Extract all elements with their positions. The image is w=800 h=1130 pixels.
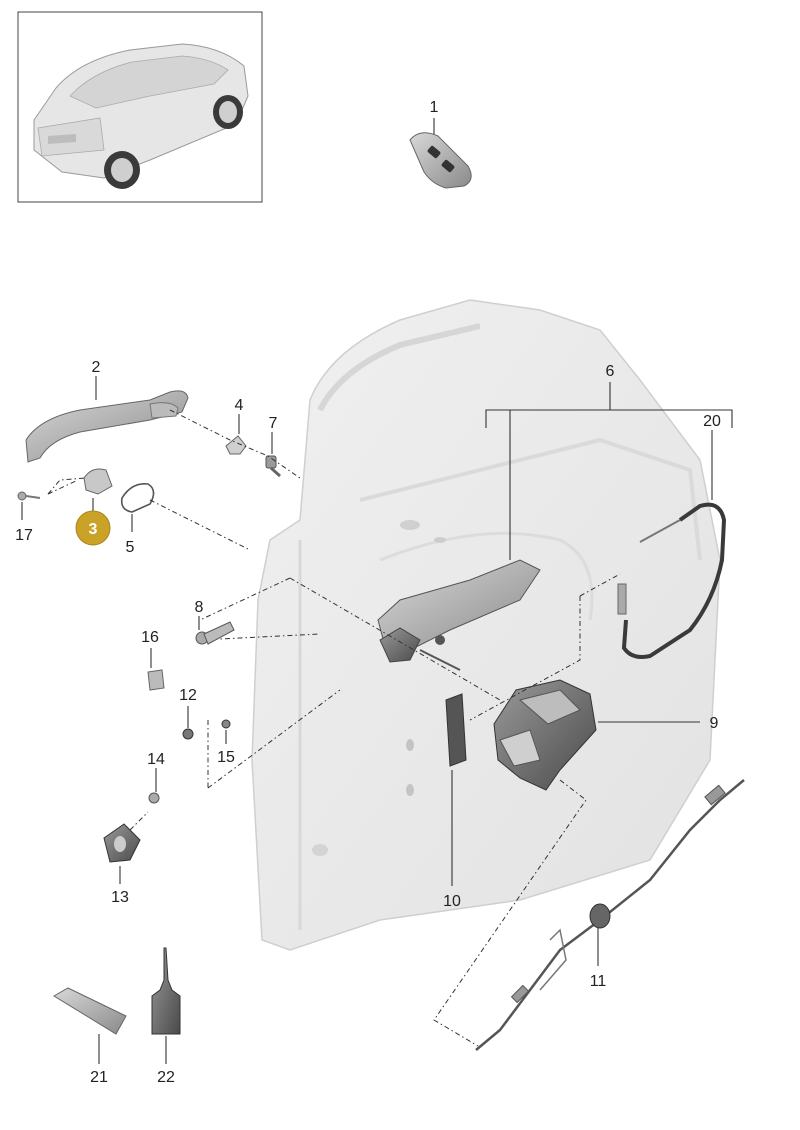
handle-bracket <box>47 468 113 512</box>
assembly-lines-handle <box>47 409 301 551</box>
lubricant-bottle <box>151 947 181 1064</box>
washer-15 <box>221 719 231 744</box>
release-cable-lower <box>475 779 745 1051</box>
callout-3[interactable]: 3 <box>89 521 98 538</box>
door-handle <box>25 376 189 463</box>
callout-20: 20 <box>703 413 721 430</box>
callout-10: 10 <box>443 893 461 910</box>
callout-11: 11 <box>590 973 607 990</box>
assembly-lines-lock <box>199 573 621 1047</box>
callout-14: 14 <box>147 751 165 768</box>
callout-4: 4 <box>235 397 244 414</box>
screw-7 <box>265 432 281 478</box>
door-panel <box>251 299 721 951</box>
release-cable <box>617 430 727 659</box>
callout-22: 22 <box>157 1069 175 1086</box>
callout-16: 16 <box>141 629 159 646</box>
callout-5: 5 <box>126 539 135 556</box>
cap-16 <box>147 648 165 691</box>
door-lock-module <box>493 679 700 791</box>
callout-labels: 1 2 3 4 5 6 7 8 9 10 11 12 13 14 15 16 1… <box>15 99 721 1086</box>
nut-12 <box>182 706 194 740</box>
car-illustration <box>33 43 249 189</box>
lock-seal <box>445 693 467 886</box>
handle-gasket <box>120 482 155 532</box>
callout-17: 17 <box>15 527 33 544</box>
callout-21: 21 <box>90 1069 108 1086</box>
callout-15: 15 <box>217 749 235 766</box>
callout-13: 13 <box>111 889 129 906</box>
screw-14 <box>148 768 160 804</box>
callout-7: 7 <box>269 415 278 432</box>
bracket-4 <box>225 414 247 455</box>
key-fob <box>409 118 472 189</box>
callout-1: 1 <box>430 99 439 116</box>
callout-9: 9 <box>710 715 719 732</box>
grease-tube <box>53 987 127 1064</box>
callout-8: 8 <box>195 599 204 616</box>
striker-plate <box>103 811 149 884</box>
callout-12: 12 <box>179 687 197 704</box>
callout-3-highlight[interactable] <box>75 510 111 546</box>
callout-6: 6 <box>606 363 615 380</box>
screw-17 <box>17 491 41 520</box>
vehicle-thumbnail <box>17 11 263 203</box>
striker-bolt <box>195 616 235 645</box>
callout-2: 2 <box>92 359 101 376</box>
